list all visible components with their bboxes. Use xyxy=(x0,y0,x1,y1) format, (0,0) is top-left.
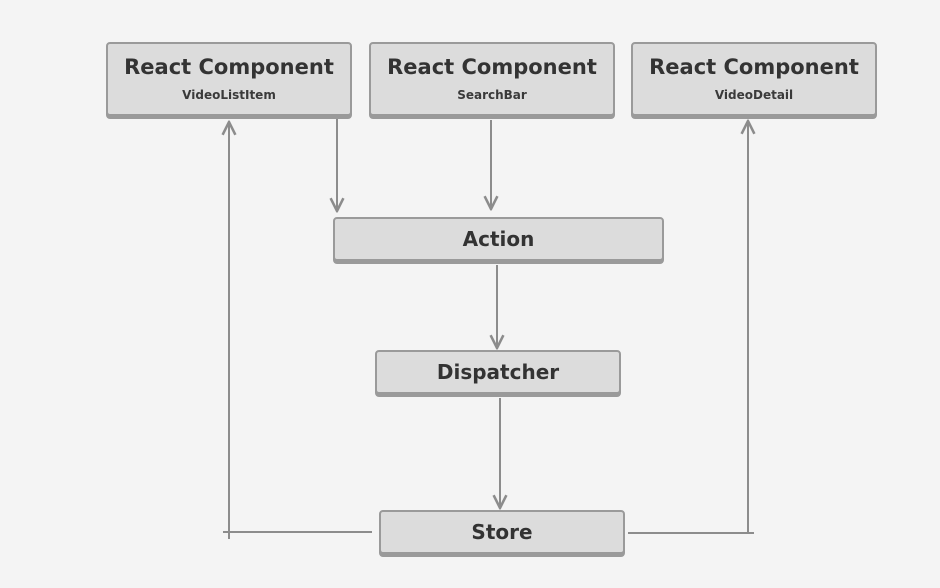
react-component-videolistitem: React Component VideoListItem xyxy=(106,42,352,116)
dispatcher-box: Dispatcher xyxy=(375,350,621,394)
react-component-searchbar: React Component SearchBar xyxy=(369,42,615,116)
arrow-store-to-videolistitem xyxy=(229,122,372,533)
arrow-store-to-videodetail xyxy=(628,121,748,534)
component-name: VideoDetail xyxy=(714,88,794,103)
store-label: Store xyxy=(471,520,533,544)
component-name: SearchBar xyxy=(457,88,527,103)
component-title: React Component xyxy=(649,54,859,79)
component-name: VideoListItem xyxy=(182,88,276,103)
dispatcher-label: Dispatcher xyxy=(436,360,560,384)
action-label: Action xyxy=(462,227,535,251)
component-title: React Component xyxy=(124,54,334,79)
action-box: Action xyxy=(333,217,664,261)
component-title: React Component xyxy=(387,54,597,79)
react-component-videodetail: React Component VideoDetail xyxy=(631,42,877,116)
store-box: Store xyxy=(379,510,625,554)
